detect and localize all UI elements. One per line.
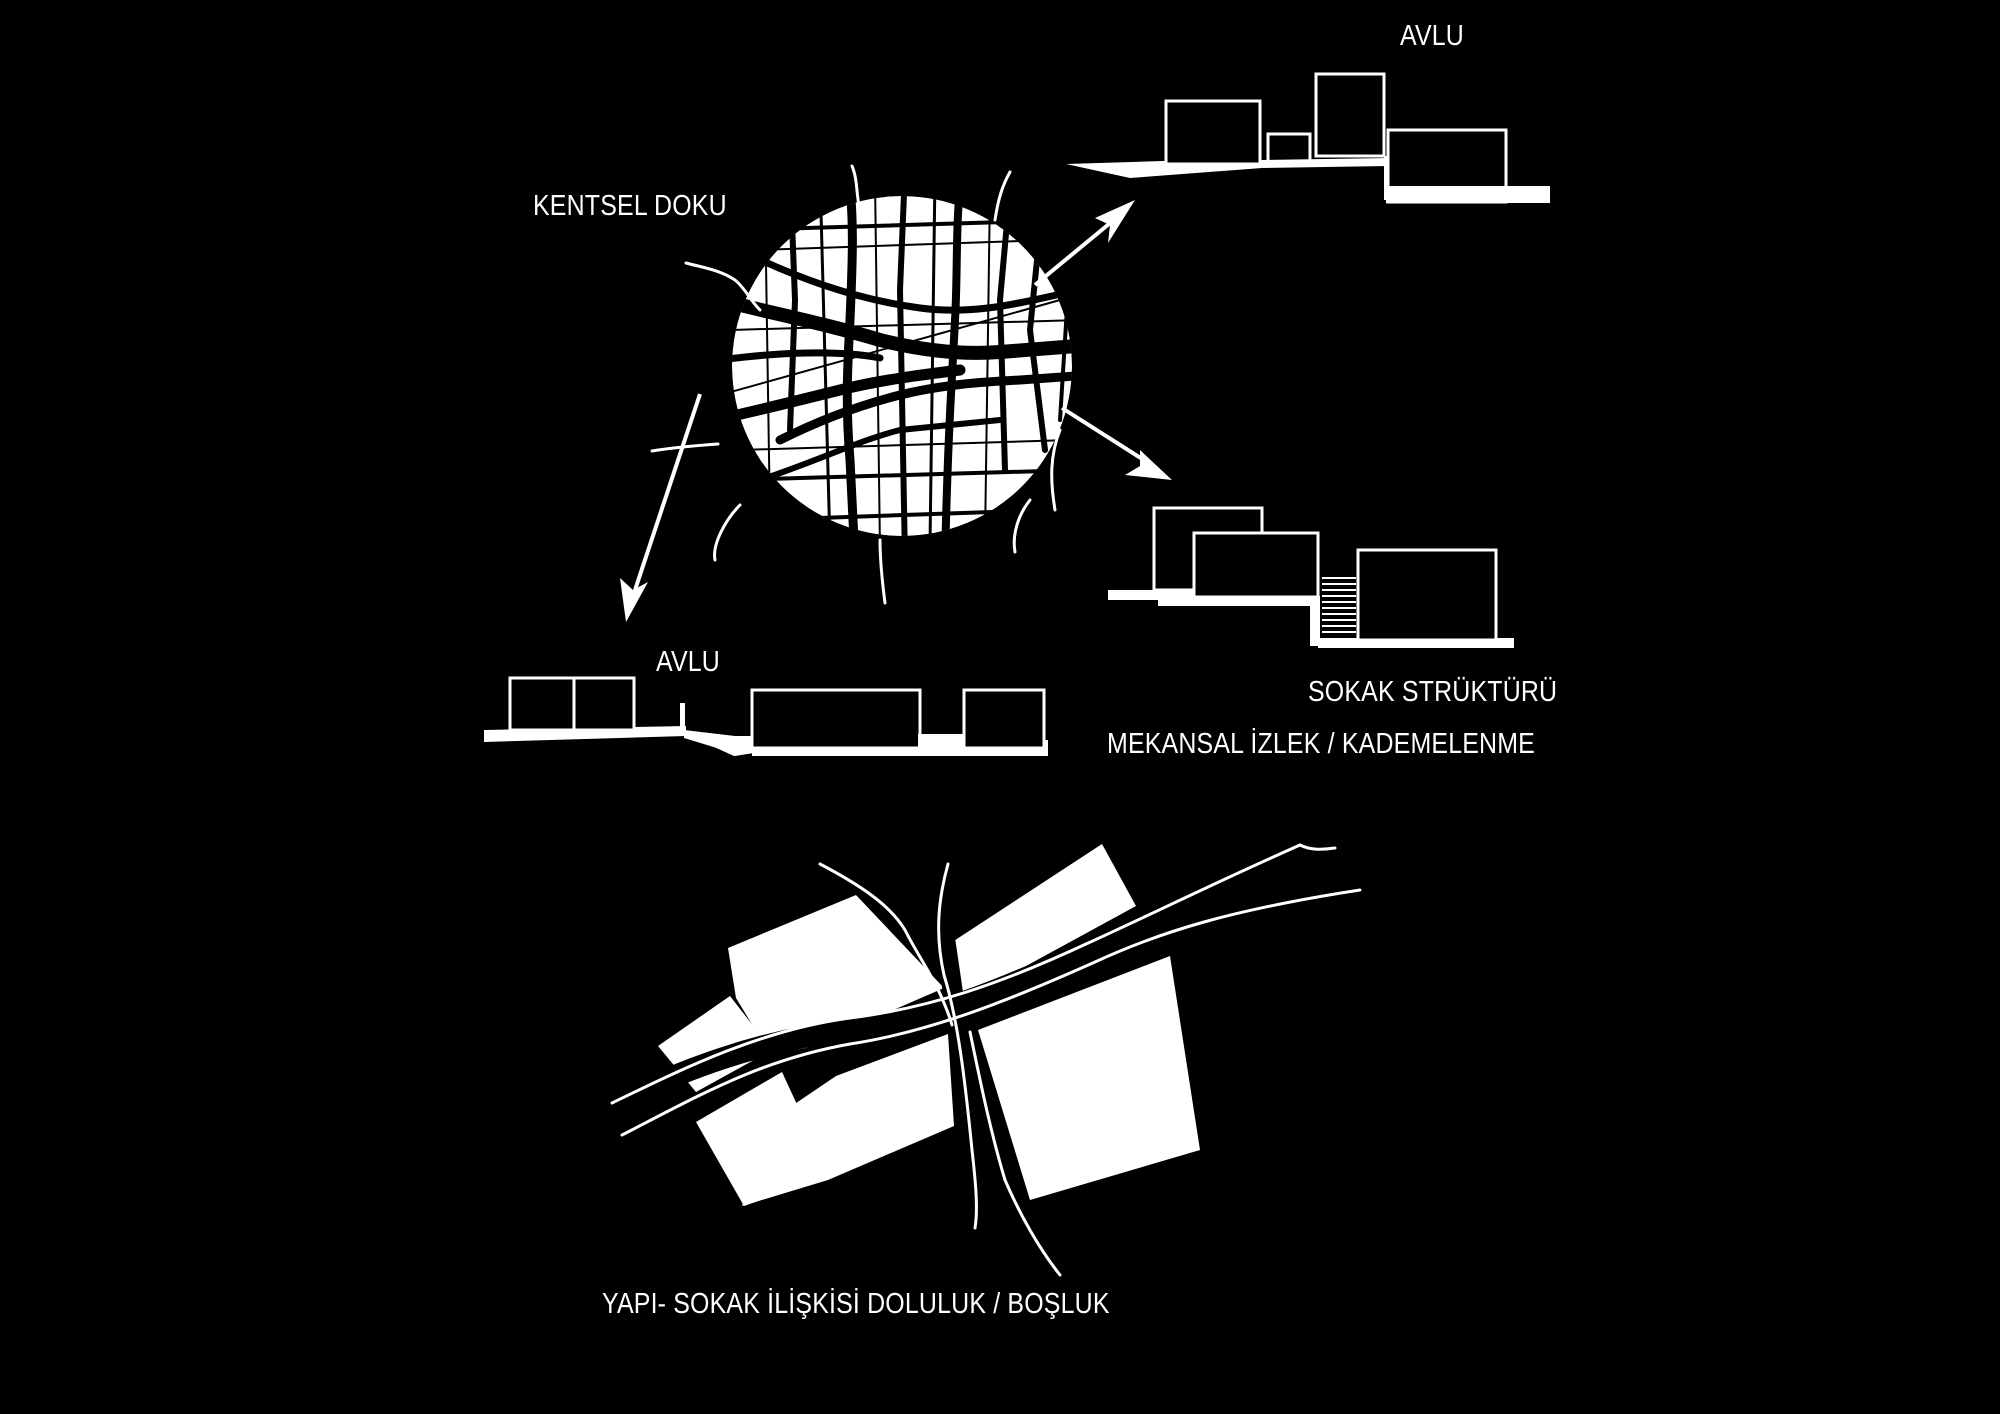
label-kentsel-doku: KENTSEL DOKU xyxy=(533,190,727,222)
label-avlu-bottom: AVLU xyxy=(656,646,720,678)
label-sokak-strukturu: SOKAK STRÜKTÜRÜ xyxy=(1308,676,1558,708)
section-top-right xyxy=(1066,72,1550,204)
stair-icon xyxy=(1320,574,1356,638)
arrow-to-bottom-left-section xyxy=(620,393,702,622)
section-middle-right xyxy=(1108,506,1514,648)
arrows xyxy=(620,200,1172,622)
label-mekansal-izlek: MEKANSAL İZLEK / KADEMELENME xyxy=(1107,728,1535,760)
label-avlu-top: AVLU xyxy=(1400,20,1464,52)
arrow-to-middle-right-section xyxy=(1060,406,1172,480)
figure-ground-plan xyxy=(589,843,1362,1277)
label-yapi-sokak: YAPI- SOKAK İLİŞKİSİ DOLULUK / BOŞLUK xyxy=(602,1288,1110,1320)
arrow-to-top-right-section xyxy=(1033,200,1135,287)
section-bottom-left xyxy=(484,676,1048,756)
urban-fabric-circle xyxy=(650,164,1072,605)
